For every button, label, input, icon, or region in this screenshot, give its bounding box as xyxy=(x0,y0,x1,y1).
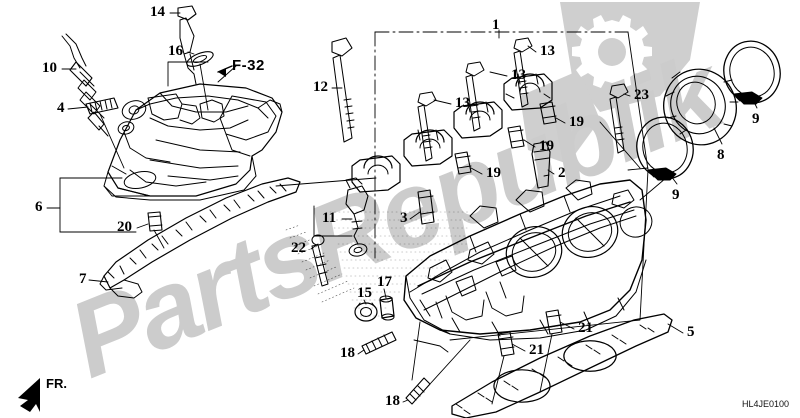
head-cover-gasket-part-7 xyxy=(99,177,301,299)
assembly-boundary-1 xyxy=(374,31,629,259)
dowel-pin-part-3 xyxy=(417,189,435,225)
callout-19-b[interactable]: 19 xyxy=(539,138,554,154)
callout-17[interactable]: 17 xyxy=(377,274,392,290)
callout-section-ref-f32[interactable]: F-32 xyxy=(232,57,265,74)
callout-21-b[interactable]: 21 xyxy=(529,342,544,358)
dowel-pin-part-19-a xyxy=(539,101,557,125)
front-direction-arrow xyxy=(18,378,40,412)
callout-21-a[interactable]: 21 xyxy=(578,320,593,336)
callout-5[interactable]: 5 xyxy=(687,324,695,340)
technical-linework xyxy=(18,5,781,418)
callout-19-a[interactable]: 19 xyxy=(569,114,584,130)
sensor-part-11 xyxy=(345,177,369,257)
dowel-pin-part-20 xyxy=(147,211,163,232)
callout-12[interactable]: 12 xyxy=(313,79,328,95)
stud-bolt-part-18-a xyxy=(361,331,397,355)
callout-14[interactable]: 14 xyxy=(150,4,165,20)
dowel-pin-part-2 xyxy=(531,141,551,189)
cylinder-head-gasket-part-5 xyxy=(451,313,673,418)
callout-15[interactable]: 15 xyxy=(357,285,372,301)
diagram-id-code: HL4JE0100 xyxy=(742,399,790,409)
brand-logo-watermark xyxy=(520,2,700,164)
callout-3[interactable]: 3 xyxy=(400,210,408,226)
callout-13-c[interactable]: 13 xyxy=(455,95,470,111)
callout-20[interactable]: 20 xyxy=(117,219,132,235)
camshaft-holder-a xyxy=(503,73,553,111)
cylinder-head-body xyxy=(403,179,653,341)
dowel-pin-part-19-b xyxy=(507,125,525,149)
bolt-part-23 xyxy=(609,83,629,154)
callout-23[interactable]: 23 xyxy=(634,87,649,103)
callout-19-c[interactable]: 19 xyxy=(486,165,501,181)
callout-10[interactable]: 10 xyxy=(42,60,57,76)
callout-8[interactable]: 8 xyxy=(717,147,725,163)
callout-1[interactable]: 1 xyxy=(492,17,500,33)
callout-18-a[interactable]: 18 xyxy=(340,345,355,361)
camshaft-holder-d xyxy=(351,155,401,193)
callout-2[interactable]: 2 xyxy=(558,165,566,181)
dowel-pin-part-21-a xyxy=(545,309,563,335)
cylinder-head-cover xyxy=(103,83,283,201)
gear-icon xyxy=(572,15,652,88)
callout-16[interactable]: 16 xyxy=(168,43,183,59)
callout-4[interactable]: 4 xyxy=(57,100,65,116)
front-direction-label: FR. xyxy=(46,376,67,391)
dowel-pin-part-21-b xyxy=(497,331,515,357)
callout-7[interactable]: 7 xyxy=(79,271,87,287)
callout-11[interactable]: 11 xyxy=(322,210,337,226)
callout-9-b[interactable]: 9 xyxy=(672,187,680,203)
head-bolt-part-12 xyxy=(331,37,355,143)
callout-18-b[interactable]: 18 xyxy=(385,393,400,409)
callout-13-a[interactable]: 13 xyxy=(540,43,555,59)
camshaft-holder-c xyxy=(403,129,453,167)
hose-clamp-part-9-a xyxy=(723,40,781,105)
callout-leader-lines xyxy=(46,12,758,405)
callout-9-a[interactable]: 9 xyxy=(752,111,760,127)
camshaft-holder-b xyxy=(453,101,503,139)
shaded-hatch-region xyxy=(285,211,471,317)
cam-holder-bolt-part-13-c xyxy=(417,91,437,162)
callout-13-b[interactable]: 13 xyxy=(511,67,526,83)
callout-22[interactable]: 22 xyxy=(291,240,306,256)
cam-holder-bolt-part-13-b xyxy=(465,61,485,132)
dowel-pin-part-19-c xyxy=(454,151,472,175)
plug-washer-part-4 xyxy=(85,97,119,115)
callout-6[interactable]: 6 xyxy=(35,199,43,215)
